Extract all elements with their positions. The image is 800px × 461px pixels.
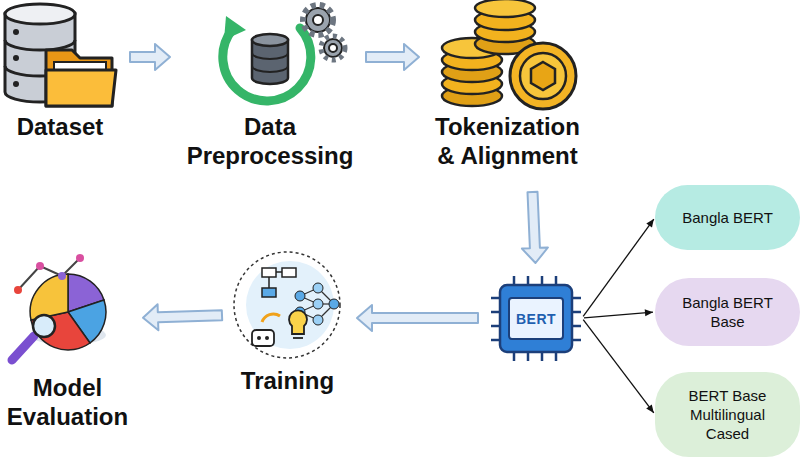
branch-arrow (583, 219, 654, 316)
pill-text-holder: BERT Base Multilingual Cased (669, 386, 786, 443)
arrow-head (646, 404, 654, 413)
preprocessing-icon-part (313, 15, 323, 25)
coins-icon-part (475, 0, 535, 17)
flow-arrow-shape (143, 304, 222, 330)
flow-arrow-shape (357, 305, 478, 331)
database-icon-part (13, 29, 19, 35)
stage-label: Dataset (0, 112, 120, 141)
folder-icon-part (46, 70, 116, 106)
training-icon-part (313, 283, 323, 293)
stage-label: Model Evaluation (0, 373, 135, 431)
chip-icon-part (509, 298, 563, 339)
model-name: Bangla BERT (682, 208, 773, 227)
preprocessing-icon-part (306, 8, 330, 32)
training-icon-part (252, 330, 274, 346)
training-icon-part (257, 336, 261, 340)
evaluation-icon-part (18, 258, 80, 290)
database-icon-part (13, 55, 19, 61)
arrow-head (646, 219, 654, 228)
chip-icon (491, 276, 581, 361)
flow-arrow-shape (366, 44, 419, 70)
preprocessing-icon (223, 5, 345, 101)
chip-icon-part (491, 276, 581, 361)
evaluation-icon-part (76, 254, 84, 262)
flow-arrow-shape (130, 44, 170, 70)
preprocessing-icon-part (252, 53, 288, 72)
training-icon-part (262, 288, 276, 297)
chip-icon-part (500, 285, 572, 352)
stage-label: Tokenization & Alignment (425, 112, 590, 170)
stage-label-node: Model Evaluation (0, 255, 135, 445)
model-name: Bangla BERT Base (669, 293, 786, 331)
training-icon-part (313, 299, 323, 309)
coins-icon (442, 0, 576, 109)
model-pill: Bangla BERT (655, 185, 800, 250)
stage-label-node: Dataset (0, 0, 120, 150)
database-icon-part (13, 81, 19, 87)
arrow-head (645, 309, 653, 316)
preprocessing-icon-part (223, 28, 311, 101)
chip-label: BERT (516, 311, 556, 327)
training-icon-part (265, 336, 269, 340)
training-icon-part (262, 268, 276, 277)
branch-arrow (584, 309, 653, 318)
training-icon-part (234, 252, 340, 358)
branch-arrow (583, 320, 654, 413)
preprocessing-icon-part (324, 39, 342, 57)
evaluation-icon-part (31, 312, 90, 350)
evaluation-icon-part (58, 272, 66, 280)
coins-icon-part (531, 62, 555, 90)
training-icon-part (293, 337, 303, 339)
stage-label: Data Preprocessing (180, 112, 360, 170)
evaluation-icon-part (14, 286, 22, 294)
preprocessing-icon-part (224, 16, 246, 40)
evaluation-icon-part (12, 336, 34, 360)
branch-line (584, 312, 653, 318)
training-icon-part (269, 272, 282, 288)
evaluation-icon-part (36, 262, 44, 270)
training-icon-part (329, 299, 339, 309)
stage-label-node: Data Preprocessing (180, 0, 360, 180)
stage-label-node: Training (230, 252, 345, 407)
branch-line (583, 320, 654, 413)
flow-arrow (143, 304, 222, 330)
model-pill: Bangla BERT Base (655, 278, 800, 346)
preprocessing-icon-part (329, 44, 337, 52)
training-icon (234, 252, 340, 358)
pill-text-holder: Bangla BERT Base (669, 293, 786, 331)
training-icon-part (313, 315, 323, 325)
evaluation-icon-part (30, 274, 68, 320)
flow-arrow (366, 44, 419, 70)
flow-arrow (357, 305, 478, 331)
training-icon-part (262, 314, 280, 322)
flow-arrow-shape (522, 192, 548, 263)
training-icon-part (246, 261, 334, 349)
evaluation-icon (12, 254, 106, 360)
folder-icon (46, 50, 116, 106)
database-icon-part (5, 4, 75, 24)
training-icon-part (295, 291, 305, 301)
flow-arrow (522, 192, 548, 263)
stage-label-node: Tokenization & Alignment (425, 0, 590, 180)
model-chip: BERT (490, 275, 582, 363)
preprocessing-icon-part (303, 5, 333, 35)
branch-line (583, 219, 654, 316)
coins-icon-part (520, 53, 566, 99)
coins-icon-part (510, 43, 576, 109)
preprocessing-icon-part (252, 34, 288, 46)
model-pill: BERT Base Multilingual Cased (655, 372, 800, 457)
training-icon-part (282, 268, 296, 277)
flow-arrow (130, 44, 170, 70)
training-icon-part (289, 310, 307, 334)
stage-label: Training (230, 366, 345, 395)
evaluation-icon-part (33, 315, 55, 337)
database-icon-part (5, 40, 75, 50)
preprocessing-icon-part (321, 36, 345, 60)
pill-text-holder: Bangla BERT (682, 208, 773, 227)
model-name: BERT Base Multilingual Cased (669, 386, 786, 443)
